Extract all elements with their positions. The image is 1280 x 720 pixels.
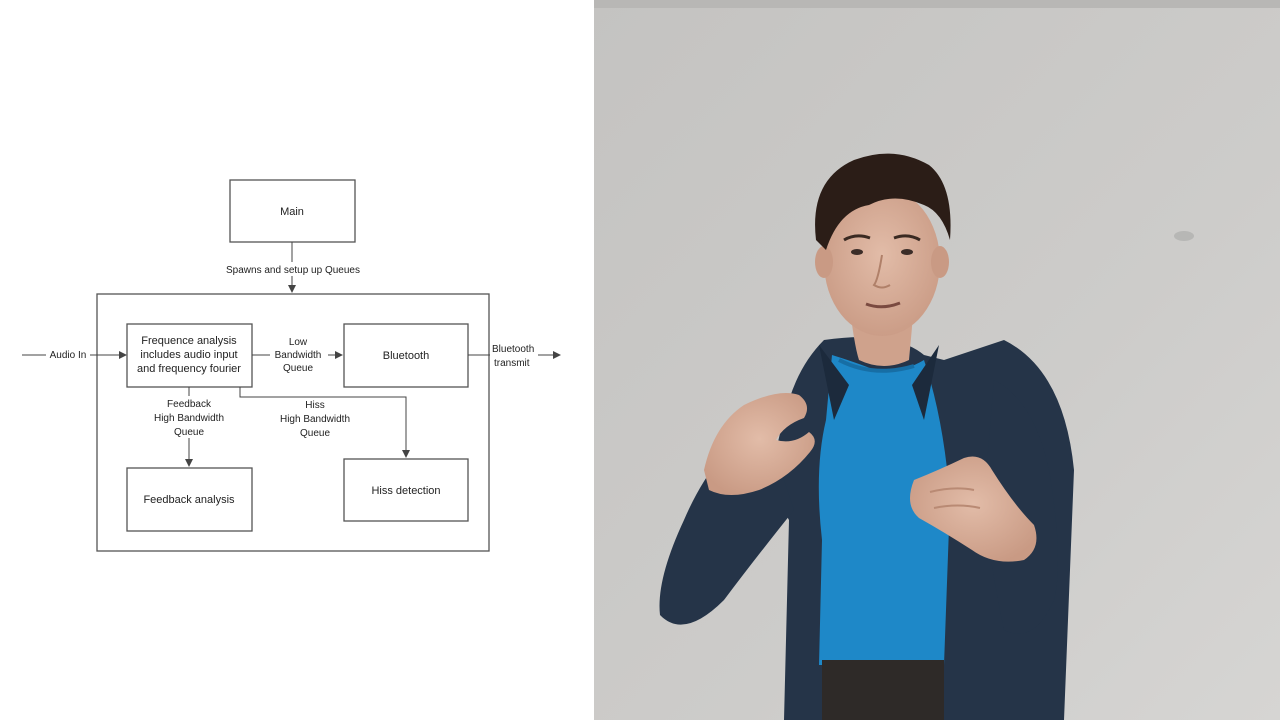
block-diagram: Main Spawns and setup up Queues Audio In… (22, 179, 561, 552)
low-bandwidth-line-3: Queue (283, 363, 313, 374)
feedback-queue-line-1: Feedback (167, 399, 212, 410)
hiss-queue-line-3: Queue (300, 428, 330, 439)
bluetooth-transmit-line-2: transmit (494, 358, 530, 369)
feedback-analysis-label: Feedback analysis (143, 494, 235, 506)
presenter-shirt (818, 355, 950, 665)
frequency-label-line-3: and frequency fourier (137, 363, 241, 375)
hiss-detection-label: Hiss detection (371, 485, 440, 497)
frequency-analysis-box (126, 323, 253, 388)
presenter-hand-left (704, 392, 815, 495)
low-bandwidth-line-1: Low (289, 337, 308, 348)
hiss-queue-line-2: High Bandwidth (280, 414, 350, 425)
presenter-right-arm (984, 380, 1058, 634)
presenter-video (594, 0, 1280, 720)
presenter-hand-right (910, 456, 1037, 562)
diagram-panel: Main Spawns and setup up Queues Audio In… (0, 0, 592, 720)
bluetooth-transmit-line-1: Bluetooth (492, 344, 534, 355)
hiss-queue-line-1: Hiss (305, 400, 324, 411)
feedback-queue-line-2: High Bandwidth (154, 413, 224, 424)
bluetooth-box (343, 323, 469, 388)
audio-in-label: Audio In (50, 350, 87, 361)
presenter-illustration (594, 0, 1280, 720)
frequency-label-line-1: Frequence analysis (141, 335, 237, 347)
hiss-queue-arrow (239, 387, 410, 458)
system-container (96, 293, 490, 552)
frequency-label-line-2: includes audio input (140, 349, 237, 361)
low-bandwidth-line-2: Bandwidth (275, 350, 322, 361)
presenter-face (824, 188, 940, 336)
presenter-hair (815, 153, 951, 250)
bluetooth-box-label: Bluetooth (383, 350, 429, 362)
main-box (229, 179, 356, 243)
feedback-queue-line-3: Queue (174, 427, 204, 438)
hiss-detection-box (343, 458, 469, 522)
spawns-label: Spawns and setup up Queues (226, 265, 360, 276)
main-box-label: Main (280, 206, 304, 218)
feedback-analysis-box (126, 467, 253, 532)
